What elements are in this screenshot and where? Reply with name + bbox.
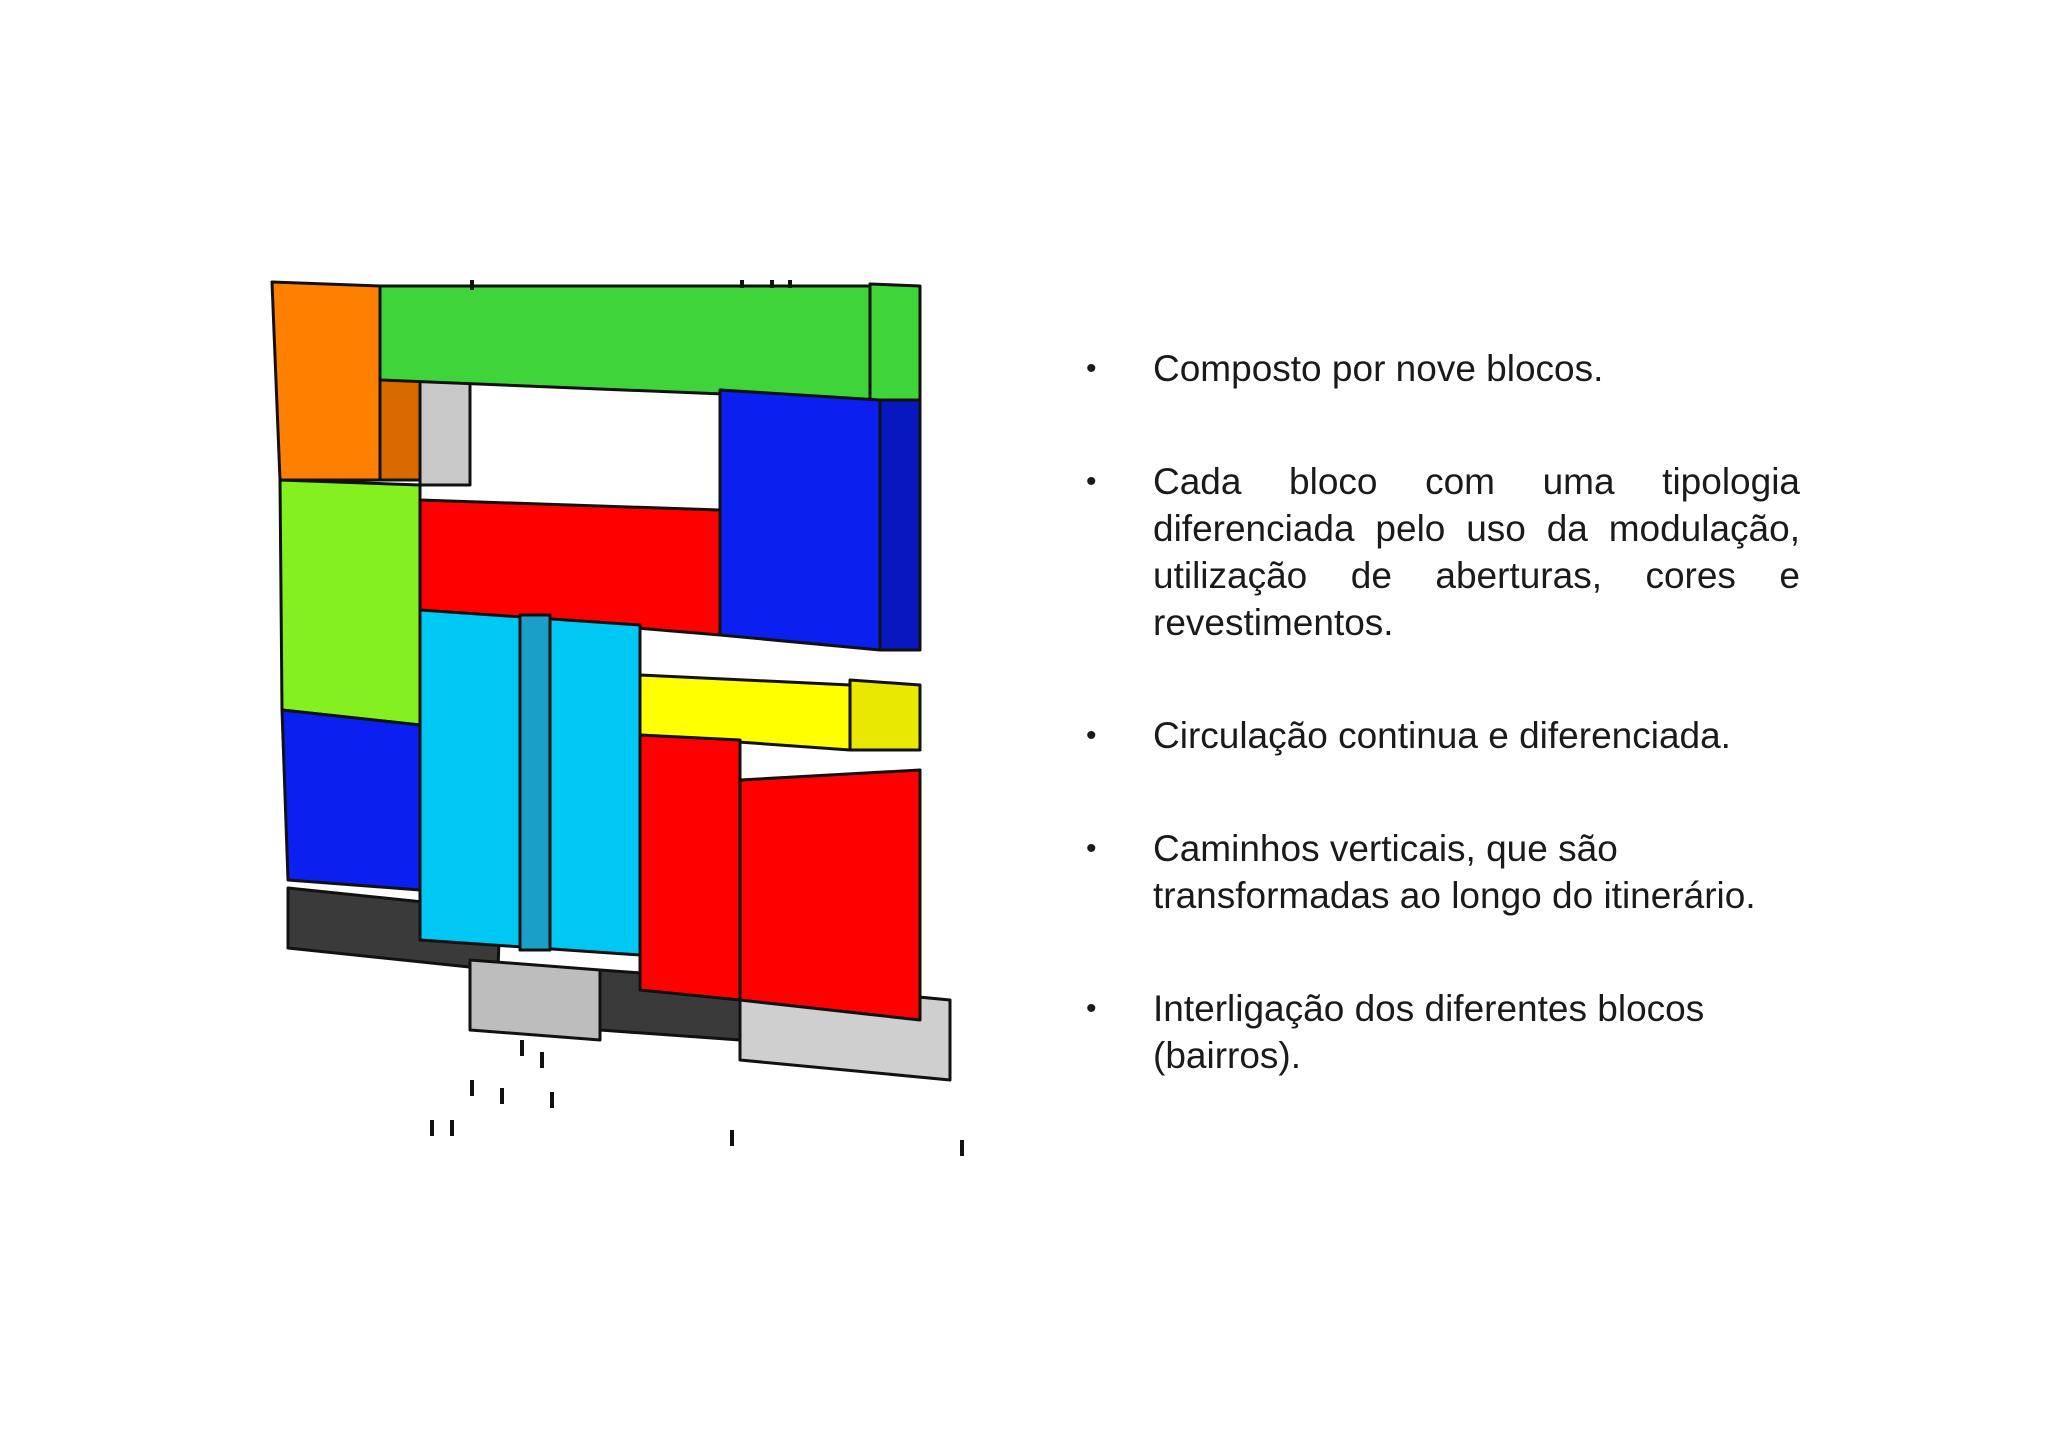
bullet-dot: • <box>1086 832 1097 865</box>
blue-right-block <box>718 388 882 652</box>
bullet-item-5: • Interligação dos diferentes blocos (ba… <box>1080 985 1800 1079</box>
bullet-item-1: • Composto por nove blocos. <box>1080 345 1800 392</box>
red-lower-right <box>738 768 922 1022</box>
building-blocks-illustration <box>270 280 964 1156</box>
orange-side <box>378 378 422 482</box>
blue-right-side <box>878 398 922 652</box>
bullet-dot: • <box>1086 719 1097 752</box>
grey-tower-center <box>468 958 602 1042</box>
bullet-text: Cada bloco com uma tipologia diferenciad… <box>1153 461 1800 643</box>
green-top-block <box>378 284 872 402</box>
red-middle-block <box>418 498 722 637</box>
blue-lower-block <box>280 708 422 892</box>
bullet-text: Circulação continua e diferenciada. <box>1153 715 1731 756</box>
bullet-dot: • <box>1086 352 1097 385</box>
bullet-text: Caminhos verticais, que são transformada… <box>1153 828 1756 916</box>
grey-upper-column <box>418 378 472 487</box>
cyan-stair <box>518 613 552 952</box>
bullet-item-4: • Caminhos verticais, que são transforma… <box>1080 825 1800 919</box>
yellow-side <box>848 678 922 752</box>
red-lower-left <box>638 733 742 1002</box>
bullet-text: Interligação dos diferentes blocos (bair… <box>1153 988 1705 1076</box>
bullet-dot: • <box>1086 465 1097 498</box>
bullet-dot: • <box>1086 992 1097 1025</box>
green-top-side <box>868 282 922 402</box>
bullet-item-2: • Cada bloco com uma tipologia diferenci… <box>1080 458 1800 646</box>
bullet-list: • Composto por nove blocos. • Cada bloco… <box>1080 345 1800 1145</box>
lime-block <box>278 478 422 727</box>
orange-block <box>270 280 382 482</box>
bullet-text: Composto por nove blocos. <box>1153 348 1604 389</box>
bullet-item-3: • Circulação continua e diferenciada. <box>1080 712 1800 759</box>
